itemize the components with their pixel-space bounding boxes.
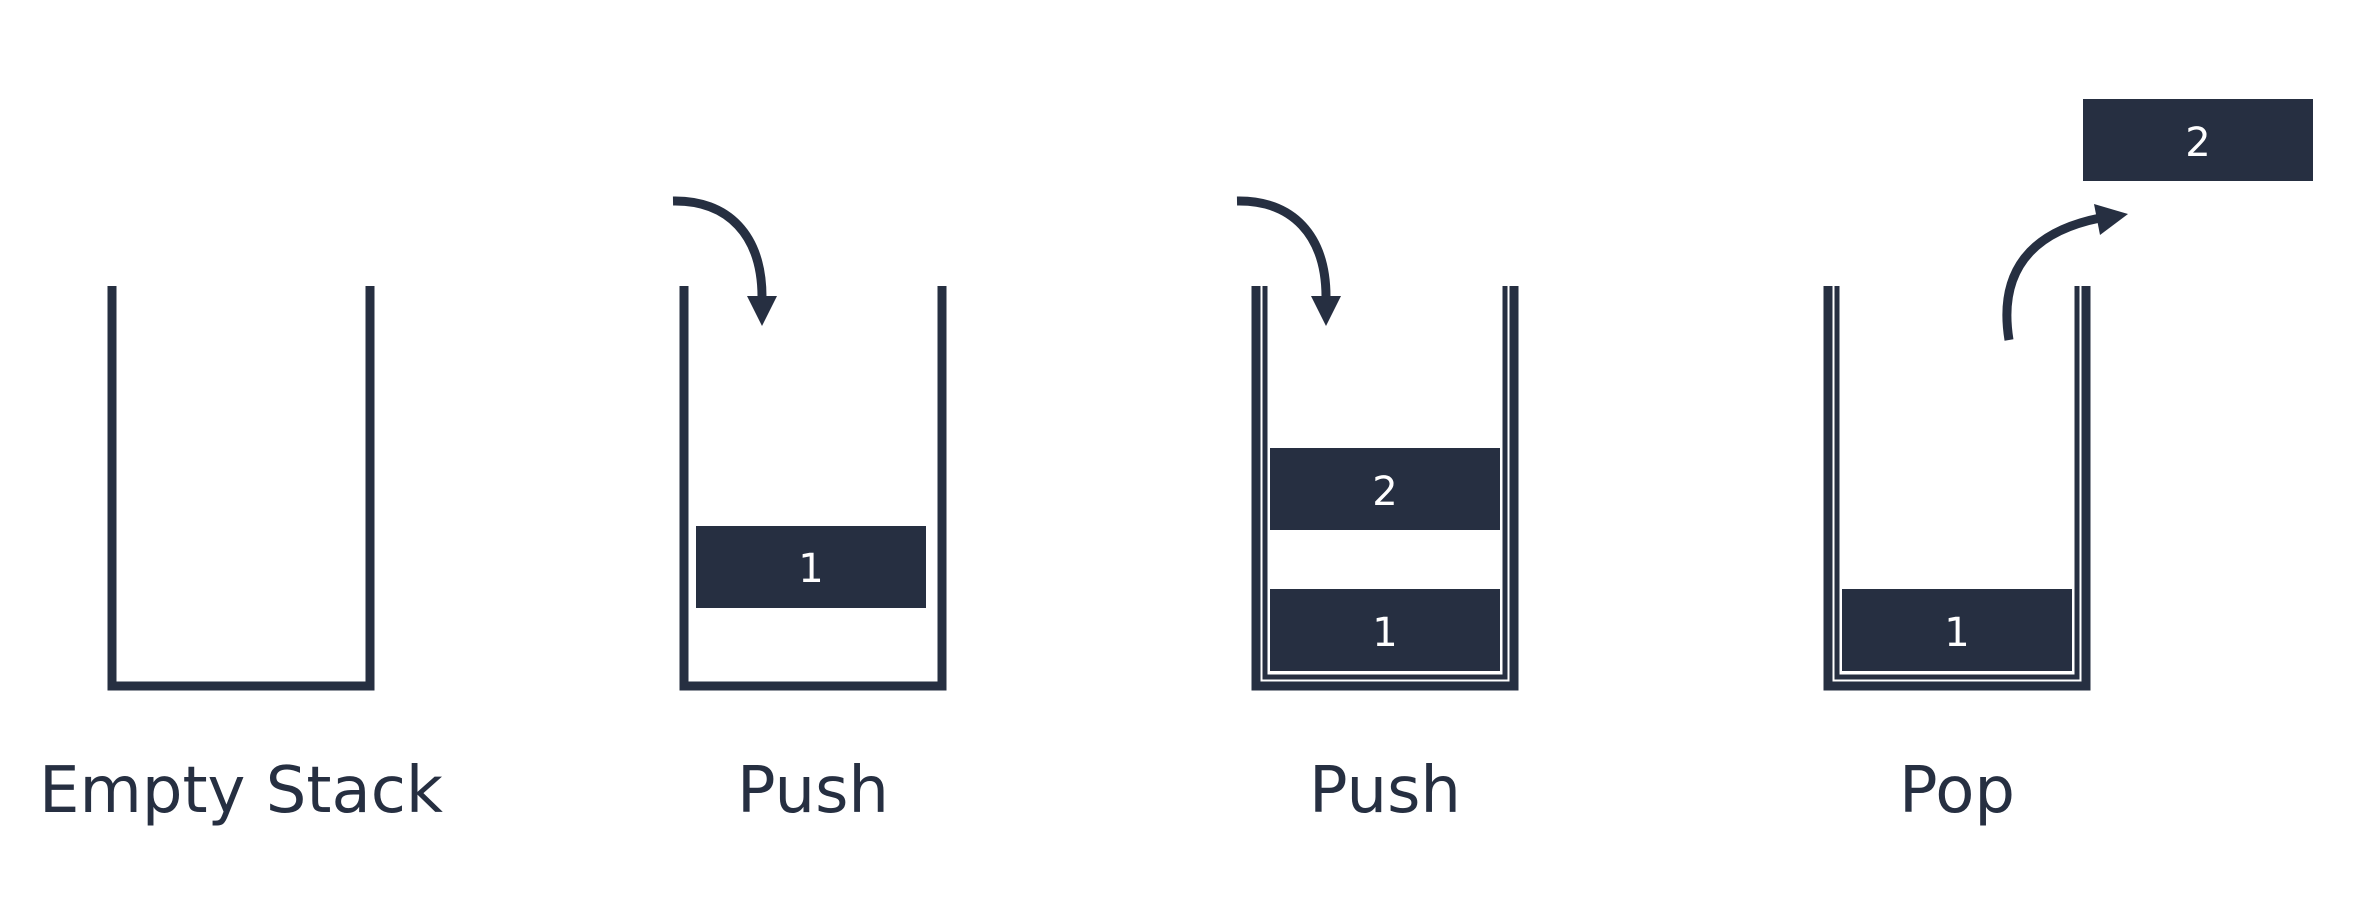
block-label: 1 bbox=[1944, 610, 1969, 656]
pop-arrow-icon bbox=[2002, 204, 2128, 341]
stack-block: 1 bbox=[696, 526, 926, 608]
push-arrow-icon bbox=[1236, 196, 1341, 326]
popped-block: 2 bbox=[2083, 99, 2313, 181]
stage-pop: 2 1 Pop bbox=[1823, 99, 2313, 828]
stack-block: 1 bbox=[1842, 589, 2072, 671]
stage-caption: Push bbox=[1309, 754, 1461, 828]
stack-inner-liner bbox=[1834, 286, 2080, 680]
stack-container bbox=[679, 286, 947, 691]
stage-caption: Empty Stack bbox=[39, 754, 443, 828]
stage-push-one: 1 Push bbox=[672, 196, 947, 828]
push-arrow-icon bbox=[672, 196, 777, 326]
stack-container bbox=[107, 286, 375, 691]
block-label: 1 bbox=[1372, 610, 1397, 656]
block-label: 2 bbox=[2185, 120, 2210, 166]
block-label: 2 bbox=[1372, 469, 1397, 515]
stage-caption: Push bbox=[737, 754, 889, 828]
stack-container bbox=[1251, 286, 1519, 691]
stack-block: 2 bbox=[1270, 448, 1500, 530]
stage-caption: Pop bbox=[1899, 754, 2015, 828]
stack-container bbox=[1823, 286, 2091, 691]
stack-block: 1 bbox=[1270, 589, 1500, 671]
stage-push-two: 1 2 Push bbox=[1236, 196, 1519, 828]
stage-empty-stack: Empty Stack bbox=[39, 286, 443, 828]
stack-inner-liner bbox=[1262, 286, 1508, 680]
block-label: 1 bbox=[798, 546, 823, 592]
